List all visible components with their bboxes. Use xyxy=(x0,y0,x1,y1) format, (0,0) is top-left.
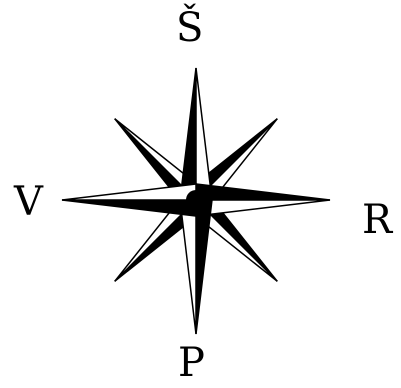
cardinal-point-dark-3 xyxy=(62,200,196,216)
east-label: R xyxy=(362,200,392,240)
south-label: P xyxy=(178,343,205,383)
west-label: V xyxy=(14,182,43,222)
compass-center xyxy=(186,190,206,210)
cardinal-point-light-3 xyxy=(62,184,196,200)
north-label: Š xyxy=(176,8,203,48)
cardinal-point-dark-2 xyxy=(196,200,212,334)
cardinal-point-light-1 xyxy=(196,200,330,216)
cardinal-point-dark-1 xyxy=(196,184,330,200)
cardinal-point-dark-0 xyxy=(180,68,196,200)
cardinal-point-light-0 xyxy=(196,68,212,200)
compass-rose xyxy=(62,68,330,334)
cardinal-point-light-2 xyxy=(180,200,196,334)
